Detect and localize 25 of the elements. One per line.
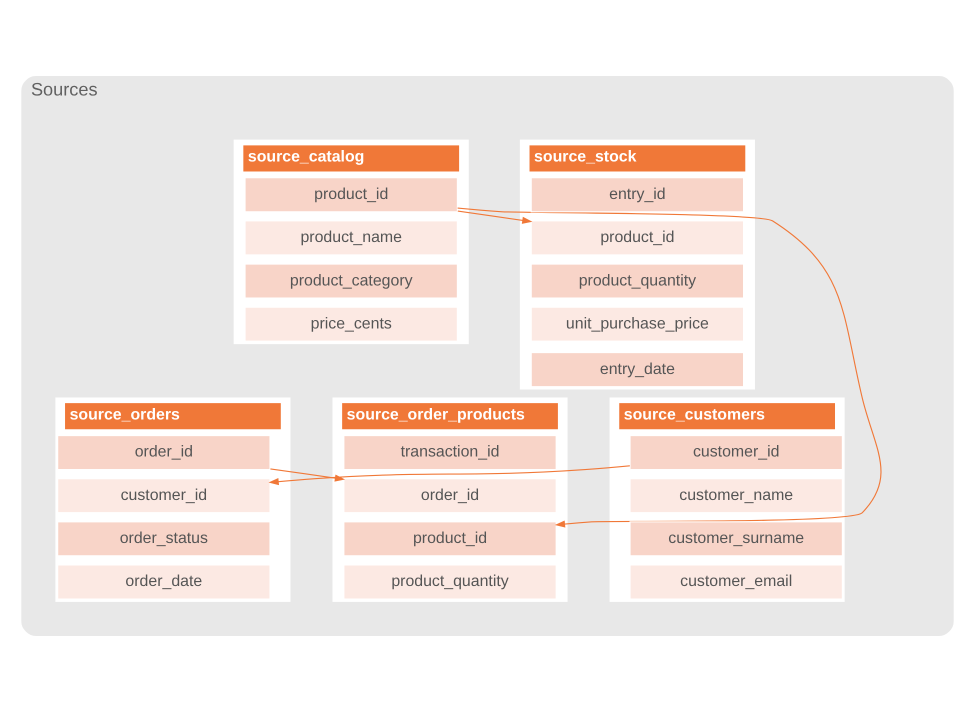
node-box: product_quantity <box>530 262 744 298</box>
node-box: customer_id <box>57 478 271 513</box>
node-box: order_id <box>57 434 271 470</box>
node-box: product_id <box>244 176 458 212</box>
node-box: order_id <box>343 478 557 513</box>
arrow <box>268 464 630 485</box>
arrow <box>458 206 882 528</box>
node-box: order_date <box>57 564 271 600</box>
node-box: product_quantity <box>343 564 557 600</box>
node-box: customer_id <box>629 434 843 470</box>
node-box: price_cents <box>244 306 458 342</box>
arrow <box>270 468 346 482</box>
node-box: product_id <box>530 220 744 255</box>
node-box: product_id <box>343 520 557 556</box>
node-box: order_status <box>57 520 271 556</box>
node-box: unit_purchase_price <box>530 306 744 342</box>
node-box: entry_date <box>530 352 744 387</box>
arrow <box>458 210 532 224</box>
node-box: customer_surname <box>629 520 843 556</box>
node-box: entry_id <box>530 176 744 212</box>
node-box: product_name <box>244 220 458 255</box>
node-box: product_category <box>244 262 458 298</box>
node-box: transaction_id <box>343 434 557 470</box>
node-box: customer_name <box>629 478 843 513</box>
node-box: customer_email <box>629 564 843 600</box>
